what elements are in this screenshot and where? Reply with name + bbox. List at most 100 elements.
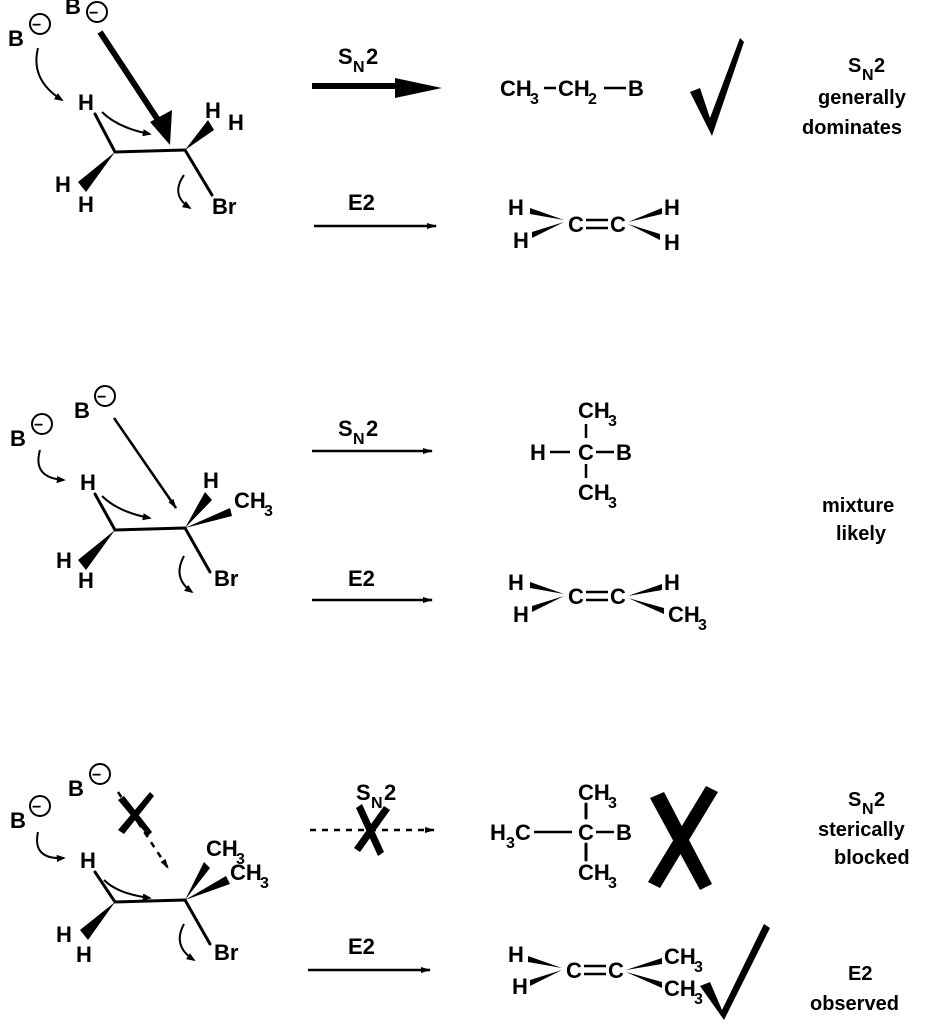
atom-label: N	[371, 795, 383, 812]
atom-label: S	[848, 789, 861, 811]
atom-label: C	[515, 820, 531, 845]
atom-label: CH	[206, 836, 238, 861]
atom-label: B	[616, 820, 632, 845]
checkmark-icon	[690, 38, 744, 136]
atom-label: C	[578, 440, 594, 465]
atom-label: −	[32, 17, 41, 34]
atom-label: E2	[348, 190, 375, 215]
atom-label: S	[356, 780, 371, 805]
base-3: B −	[10, 413, 53, 451]
atom-label: B	[68, 776, 84, 801]
note-sn2-blocked: S N 2 sterically blocked	[818, 789, 910, 869]
atom-label: CH	[578, 860, 610, 885]
attack-arrow-thin	[112, 417, 178, 509]
atom-label: N	[862, 67, 874, 84]
atom-label: CH	[664, 944, 696, 969]
atom-label: observed	[810, 993, 899, 1015]
base-6: B −	[68, 763, 111, 801]
atom-label: −	[32, 799, 41, 816]
product-isopropyl-b: CH 3 H C B CH 3	[530, 398, 632, 512]
row-secondary: B − B − H H CH 3 Br H H S N 2 CH	[10, 385, 894, 634]
atom-label: 3	[236, 851, 245, 868]
atom-label: likely	[836, 523, 887, 545]
atom-label: CH	[558, 76, 590, 101]
atom-label: C	[610, 212, 626, 237]
cross-mark-icon	[648, 786, 718, 890]
atom-label: C	[578, 820, 594, 845]
atom-label: −	[89, 5, 98, 22]
e2-arrow-1: E2	[314, 190, 437, 229]
atom-label: H	[508, 942, 524, 967]
atom-label: B	[10, 426, 26, 451]
atom-label: Br	[214, 940, 239, 965]
base-2: B −	[65, 0, 108, 23]
atom-label: −	[92, 767, 101, 784]
atom-label: H	[78, 192, 94, 217]
atom-label: H	[55, 172, 71, 197]
atom-label: S	[338, 416, 353, 441]
atom-label: Br	[212, 194, 237, 219]
atom-label: H	[512, 974, 528, 999]
row-primary: B − B − H H H Br H H S N 2	[8, 0, 907, 255]
atom-label: H	[513, 228, 529, 253]
product-ethylene: H H C C H H	[508, 195, 680, 255]
atom-label: C	[566, 958, 582, 983]
atom-label: −	[97, 389, 106, 406]
sn2-arrow-1: S N 2	[312, 44, 442, 98]
atom-label: 3	[694, 991, 703, 1008]
blocked-x-icon-arrow	[354, 804, 390, 856]
atom-label: CH	[234, 488, 266, 513]
atom-label: 3	[608, 795, 617, 812]
atom-label: CH	[230, 860, 262, 885]
atom-label: 3	[608, 413, 617, 430]
atom-label: B	[616, 440, 632, 465]
atom-label: 2	[366, 44, 378, 69]
atom-label: 2	[588, 91, 597, 108]
base-5: B −	[10, 795, 51, 833]
product-ethyl-b: CH 3 CH 2 B	[500, 76, 644, 108]
atom-label: H	[205, 98, 221, 123]
atom-label: N	[353, 59, 365, 76]
atom-label: S	[338, 44, 353, 69]
attack-arrow	[97, 30, 161, 122]
blocked-x-icon-small	[118, 792, 154, 836]
atom-label: B	[8, 26, 24, 51]
atom-label: CH	[578, 780, 610, 805]
atom-label: H	[203, 468, 219, 493]
atom-label: S	[848, 55, 861, 77]
atom-label: C	[610, 584, 626, 609]
atom-label: C	[568, 212, 584, 237]
atom-label: H	[664, 195, 680, 220]
note-mixture: mixture likely	[822, 495, 894, 545]
atom-label: blocked	[834, 847, 910, 869]
atom-label: N	[862, 801, 874, 818]
atom-label: B	[628, 76, 644, 101]
atom-label: 3	[264, 503, 273, 520]
e2-arrow-2: E2	[312, 566, 433, 603]
atom-label: generally	[818, 87, 907, 109]
product-propene: H H C C H CH 3	[508, 570, 707, 634]
atom-label: Br	[214, 566, 239, 591]
atom-label: B	[10, 808, 26, 833]
atom-label: H	[76, 942, 92, 967]
atom-label: B	[74, 398, 90, 423]
product-isobutene: H H C C CH 3 CH 3	[508, 942, 703, 1008]
atom-label: E2	[348, 934, 375, 959]
atom-label: 2	[874, 55, 885, 77]
checkmark-icon	[700, 924, 770, 1020]
atom-label: H	[56, 922, 72, 947]
curved-arrow	[35, 47, 64, 101]
sn2-arrow-blocked: S N 2	[310, 780, 435, 856]
atom-label: C	[568, 584, 584, 609]
atom-label: H	[80, 848, 96, 873]
atom-label: H	[508, 195, 524, 220]
atom-label: sterically	[818, 819, 906, 841]
atom-label: H	[80, 470, 96, 495]
atom-label: 3	[530, 91, 539, 108]
base-1: B −	[8, 13, 51, 51]
atom-label: CH	[668, 602, 700, 627]
atom-label: 3	[506, 835, 515, 852]
atom-label: C	[608, 958, 624, 983]
atom-label: 3	[698, 617, 707, 634]
